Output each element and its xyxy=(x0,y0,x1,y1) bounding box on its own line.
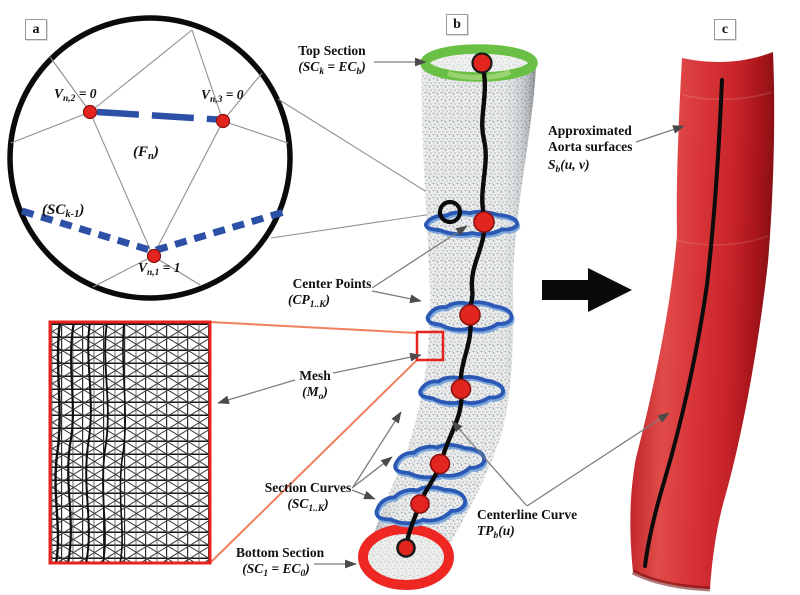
vertex-v1-label: Vn,1 = 1 xyxy=(138,260,181,278)
zoom-source-rect xyxy=(415,330,445,362)
prev-section-curve-label: (SCk-1) xyxy=(42,202,85,221)
aorta-mesh-model xyxy=(358,44,538,590)
centerline-curve-label: Centerline Curve TPb(u) xyxy=(477,507,578,541)
inset-border xyxy=(48,320,212,565)
section-curves-arrow-3 xyxy=(351,489,376,500)
panel-a-diagram xyxy=(7,15,447,301)
annotation-arrows xyxy=(217,57,685,569)
panel-tag-b: b xyxy=(446,14,468,35)
vertex-v2-label: Vn,2 = 0 xyxy=(54,86,97,104)
section-curves-arrow-1 xyxy=(352,411,402,488)
bottom-section-label: Bottom Section (SC1 = EC0) xyxy=(236,545,325,579)
mesh-arrow-inset xyxy=(217,379,296,405)
mesh-arrow-tube xyxy=(332,352,422,374)
centerline-arrow-right xyxy=(526,412,670,507)
mesh-inset xyxy=(48,320,418,565)
mesh-label: Mesh (Mo) xyxy=(299,368,331,402)
edge-curve-dashed xyxy=(96,108,227,124)
center-points-arrow-1 xyxy=(371,225,468,289)
zoom-callout-lines-inset xyxy=(209,321,418,564)
face-marker-ring xyxy=(437,199,463,225)
section-curves-label: Section Curves (SC1..K) xyxy=(264,480,352,514)
mesh-tube-shading xyxy=(369,63,536,557)
transform-arrow xyxy=(542,268,632,312)
triangulation-lines xyxy=(10,29,289,288)
vertex-v3-label: Vn,3 = 0 xyxy=(201,87,244,105)
prev-section-curve-dashed xyxy=(20,207,285,255)
face-label: (Fn) xyxy=(133,144,159,163)
approx-surface-label: Approximated Aorta surfaces Sb(u, v) xyxy=(548,123,633,175)
section-curves-arrow-2 xyxy=(351,456,393,489)
centerline-arrow-left xyxy=(451,420,528,507)
panel-tag-c: c xyxy=(714,19,736,40)
inset-mesh-content xyxy=(51,323,209,562)
center-points xyxy=(396,52,495,558)
center-points-arrow-2 xyxy=(371,290,422,304)
aorta-surface-model xyxy=(630,52,775,592)
panel-tag-a: a xyxy=(25,19,47,40)
zoom-callout-lines-circle xyxy=(270,98,447,239)
approx-surface-arrow xyxy=(635,125,685,143)
top-section-label: Top Section (SCk = ECb) xyxy=(298,43,366,77)
vertex-points xyxy=(82,104,231,264)
surface-centerline-path xyxy=(643,78,724,568)
center-points-label: Center Points (CP1..K) xyxy=(288,276,372,310)
